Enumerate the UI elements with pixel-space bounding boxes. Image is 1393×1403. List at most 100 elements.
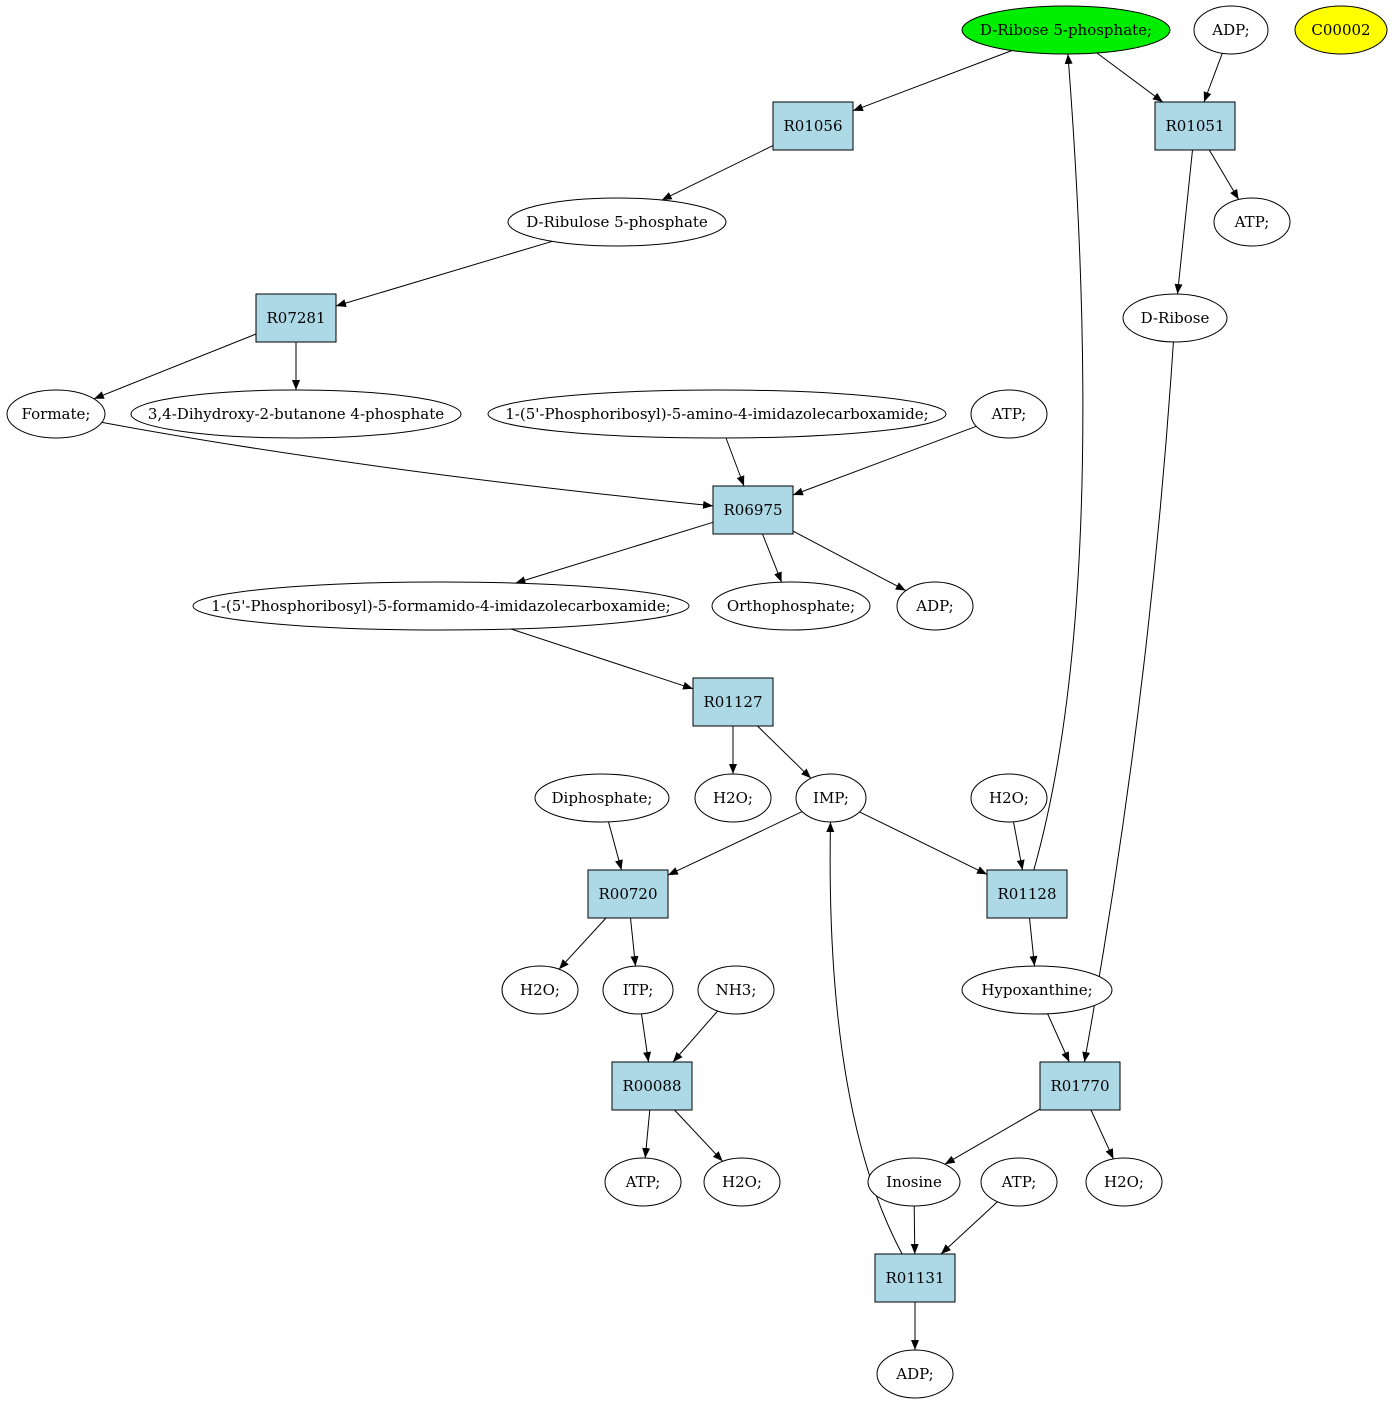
compound-ellipse bbox=[534, 773, 670, 823]
reaction-box bbox=[1154, 101, 1236, 151]
edge-r00088-to-c_h2o_r88 bbox=[674, 1109, 723, 1162]
compound-node-c-ppi[interactable]: Diphosphate; bbox=[534, 773, 670, 823]
compound-node-c-atp-r88[interactable]: ATP; bbox=[604, 1157, 682, 1207]
compound-node-c-inosine[interactable]: Inosine bbox=[867, 1157, 961, 1207]
edge-c_aicar-to-r06975 bbox=[725, 437, 745, 487]
reaction-node-r07281[interactable]: R07281 bbox=[255, 293, 337, 343]
compound-node-c-r5p[interactable]: D-Ribose 5-phosphate; bbox=[961, 5, 1171, 55]
node-label: C00002 bbox=[1311, 21, 1370, 39]
node-label: R01128 bbox=[997, 885, 1056, 903]
reaction-box bbox=[712, 485, 794, 535]
compound-node-c-dhbp[interactable]: 3,4-Dihydroxy-2-butanone 4-phosphate bbox=[130, 389, 462, 439]
reaction-box bbox=[986, 869, 1068, 919]
compound-node-c-ru5p[interactable]: D-Ribulose 5-phosphate bbox=[507, 197, 727, 247]
edge-c_dribose-to-r01770 bbox=[1082, 341, 1174, 1063]
node-label: 1-(5'-Phosphoribosyl)-5-formamido-4-imid… bbox=[211, 597, 670, 615]
edge-r01770-to-c_h2o_r1770 bbox=[1090, 1109, 1114, 1160]
edge-c_h2o_in1128-to-r01128 bbox=[1013, 821, 1025, 871]
edge-r00088-to-c_atp_r88 bbox=[642, 1109, 651, 1159]
compound-node-c-c00002[interactable]: C00002 bbox=[1294, 5, 1388, 55]
edge-c_inosine-to-r01131 bbox=[910, 1205, 919, 1255]
compound-node-c-adp-top[interactable]: ADP; bbox=[1193, 5, 1269, 55]
node-label: Hypoxanthine; bbox=[981, 981, 1092, 999]
reaction-node-r01051[interactable]: R01051 bbox=[1154, 101, 1236, 151]
compound-ellipse bbox=[876, 1349, 954, 1399]
edge-r01051-to-c_atp_r1051 bbox=[1208, 149, 1240, 200]
compound-ellipse bbox=[507, 197, 727, 247]
edge-r06975-to-c_faicar bbox=[515, 521, 714, 584]
compound-node-c-h2o-r1127[interactable]: H2O; bbox=[694, 773, 772, 823]
edge-r07281-to-c_formate bbox=[93, 333, 257, 400]
compound-node-c-h2o-in1128[interactable]: H2O; bbox=[970, 773, 1048, 823]
compound-node-c-dribose[interactable]: D-Ribose bbox=[1122, 293, 1228, 343]
reaction-node-r01127[interactable]: R01127 bbox=[692, 677, 774, 727]
edge-c_atp_r6975-to-r06975 bbox=[792, 425, 977, 496]
reaction-node-r01128[interactable]: R01128 bbox=[986, 869, 1068, 919]
compound-node-c-atp-r6975[interactable]: ATP; bbox=[970, 389, 1048, 439]
compound-node-c-h2o-r88[interactable]: H2O; bbox=[703, 1157, 781, 1207]
compound-node-c-atp-r1051[interactable]: ATP; bbox=[1213, 197, 1291, 247]
compound-node-c-imp[interactable]: IMP; bbox=[795, 773, 867, 823]
reaction-box bbox=[255, 293, 337, 343]
edge-r01051-to-c_dribose bbox=[1174, 149, 1193, 295]
reaction-box bbox=[874, 1253, 956, 1303]
compound-node-c-h2o-r1770[interactable]: H2O; bbox=[1085, 1157, 1163, 1207]
compound-ellipse bbox=[6, 389, 106, 439]
edge-c_imp-to-r00720 bbox=[667, 811, 803, 876]
node-label: IMP; bbox=[813, 789, 849, 807]
edge-c_nh3-to-r00088 bbox=[672, 1010, 718, 1063]
node-label: R01770 bbox=[1050, 1077, 1109, 1095]
edge-c_itp-to-r00088 bbox=[641, 1013, 652, 1063]
node-label: R01051 bbox=[1165, 117, 1224, 135]
compound-ellipse bbox=[697, 965, 775, 1015]
node-label: D-Ribulose 5-phosphate bbox=[526, 213, 708, 231]
compound-node-c-pi[interactable]: Orthophosphate; bbox=[711, 581, 871, 631]
edge-c_hypox-to-r01770 bbox=[1047, 1013, 1070, 1063]
reaction-node-r01770[interactable]: R01770 bbox=[1039, 1061, 1121, 1111]
compound-ellipse bbox=[896, 581, 974, 631]
compound-ellipse bbox=[1085, 1157, 1163, 1207]
compound-ellipse bbox=[694, 773, 772, 823]
compound-ellipse bbox=[711, 581, 871, 631]
compound-node-c-nh3[interactable]: NH3; bbox=[697, 965, 775, 1015]
edge-c_r5p-to-r01056 bbox=[852, 50, 1013, 112]
edge-r06975-to-c_adp_r6975 bbox=[792, 530, 907, 592]
compound-ellipse bbox=[192, 581, 690, 631]
node-label: ADP; bbox=[1211, 21, 1249, 39]
compound-ellipse bbox=[1122, 293, 1228, 343]
node-label: R01127 bbox=[703, 693, 762, 711]
edge-r01056-to-c_ru5p bbox=[661, 145, 774, 201]
node-label: R01056 bbox=[783, 117, 842, 135]
compound-node-c-atp-in1131[interactable]: ATP; bbox=[980, 1157, 1058, 1207]
node-label: ATP; bbox=[1001, 1173, 1037, 1191]
compound-node-c-adp-r1131[interactable]: ADP; bbox=[876, 1349, 954, 1399]
edges-layer bbox=[93, 50, 1240, 1350]
reaction-node-r06975[interactable]: R06975 bbox=[712, 485, 794, 535]
reaction-box bbox=[587, 869, 669, 919]
compound-ellipse bbox=[1213, 197, 1291, 247]
edge-r00720-to-c_itp bbox=[630, 917, 639, 967]
edge-c_atp_in1131-to-r01131 bbox=[940, 1201, 998, 1255]
reaction-box bbox=[772, 101, 854, 151]
compound-node-c-hypox[interactable]: Hypoxanthine; bbox=[961, 965, 1113, 1015]
compound-node-c-formate[interactable]: Formate; bbox=[6, 389, 106, 439]
compound-node-c-aicar[interactable]: 1-(5'-Phosphoribosyl)-5-amino-4-imidazol… bbox=[487, 389, 947, 439]
compound-node-c-adp-r6975[interactable]: ADP; bbox=[896, 581, 974, 631]
reaction-node-r00088[interactable]: R00088 bbox=[611, 1061, 693, 1111]
edge-c_adp_top-to-r01051 bbox=[1203, 53, 1223, 103]
compound-node-c-faicar[interactable]: 1-(5'-Phosphoribosyl)-5-formamido-4-imid… bbox=[192, 581, 690, 631]
compound-ellipse bbox=[1193, 5, 1269, 55]
node-label: 1-(5'-Phosphoribosyl)-5-amino-4-imidazol… bbox=[505, 405, 929, 423]
edge-r01770-to-c_inosine bbox=[944, 1108, 1041, 1165]
reaction-node-r01131[interactable]: R01131 bbox=[874, 1253, 956, 1303]
node-label: Inosine bbox=[886, 1173, 942, 1191]
reaction-node-r00720[interactable]: R00720 bbox=[587, 869, 669, 919]
node-label: ATP; bbox=[1234, 213, 1270, 231]
reaction-node-r01056[interactable]: R01056 bbox=[772, 101, 854, 151]
compound-node-c-h2o-r720[interactable]: H2O; bbox=[501, 965, 579, 1015]
compound-node-c-itp[interactable]: ITP; bbox=[602, 965, 674, 1015]
compound-ellipse bbox=[970, 389, 1048, 439]
node-label: H2O; bbox=[520, 981, 560, 999]
edge-c_ppi-to-r00720 bbox=[608, 821, 623, 871]
